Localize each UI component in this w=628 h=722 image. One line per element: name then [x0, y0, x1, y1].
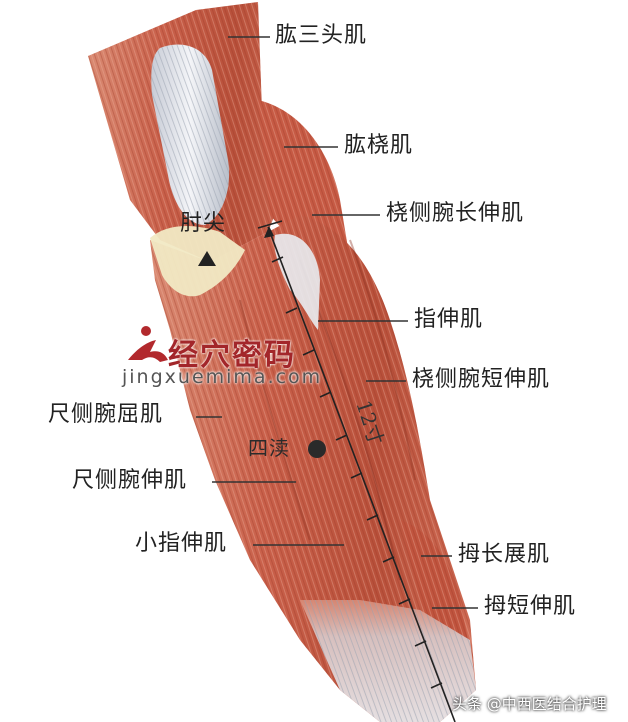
- label-triceps: 肱三头肌: [275, 23, 368, 48]
- acupoint-dot-icon: [308, 440, 326, 458]
- upper-arm: [88, 2, 300, 262]
- label-ecrl: 桡侧腕长伸肌: [386, 201, 525, 226]
- watermark-url: jingxuemima.com: [122, 366, 323, 388]
- label-epb: 拇短伸肌: [484, 594, 577, 619]
- source-credit: 头条 @中西医结合护理: [452, 695, 607, 713]
- label-ecu: 尺侧腕伸肌: [72, 468, 188, 493]
- label-brachioradialis: 肱桡肌: [344, 133, 414, 158]
- olecranon-triangle-icon: [198, 251, 216, 266]
- label-acupoint-sidu: 四渎: [248, 436, 290, 460]
- label-apl: 拇长展肌: [458, 542, 551, 567]
- label-ecrb: 桡侧腕短伸肌: [412, 367, 551, 392]
- watermark-logo-icon: [128, 326, 168, 362]
- label-extensor-digitorum: 指伸肌: [414, 307, 484, 332]
- leader-lines: [196, 36, 478, 609]
- label-edm: 小指伸肌: [135, 531, 228, 556]
- label-olecranon: 肘尖: [180, 211, 227, 236]
- label-fcu: 尺侧腕屈肌: [48, 402, 164, 427]
- forearm: [150, 215, 476, 722]
- measurement-scale: [257, 220, 456, 722]
- watermark-logo-text: 经穴密码: [168, 338, 296, 373]
